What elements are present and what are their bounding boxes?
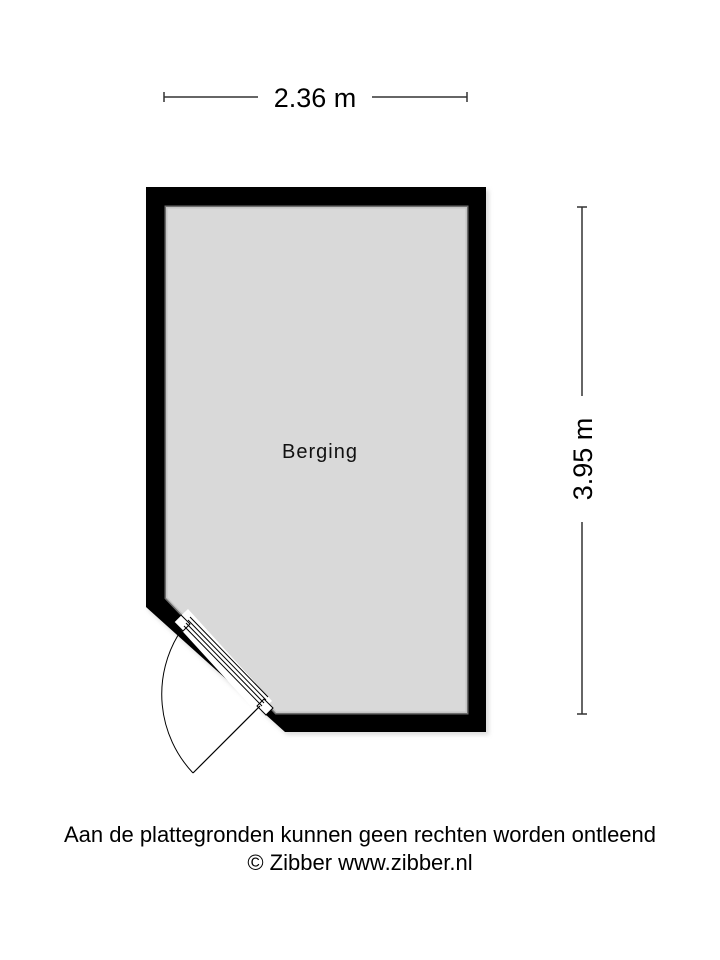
copyright-text: © Zibber www.zibber.nl bbox=[247, 850, 473, 875]
height-label: 3.95 m bbox=[568, 418, 598, 501]
room-label-berging: Berging bbox=[282, 441, 358, 463]
disclaimer-text: Aan de plattegronden kunnen geen rechten… bbox=[63, 822, 657, 847]
width-label: 2.36 m bbox=[274, 83, 357, 113]
width-dimension: 2.36 m bbox=[163, 83, 468, 113]
room-floor-berging bbox=[166, 207, 467, 713]
height-dimension: 3.95 m bbox=[568, 206, 598, 715]
door bbox=[161, 609, 274, 774]
